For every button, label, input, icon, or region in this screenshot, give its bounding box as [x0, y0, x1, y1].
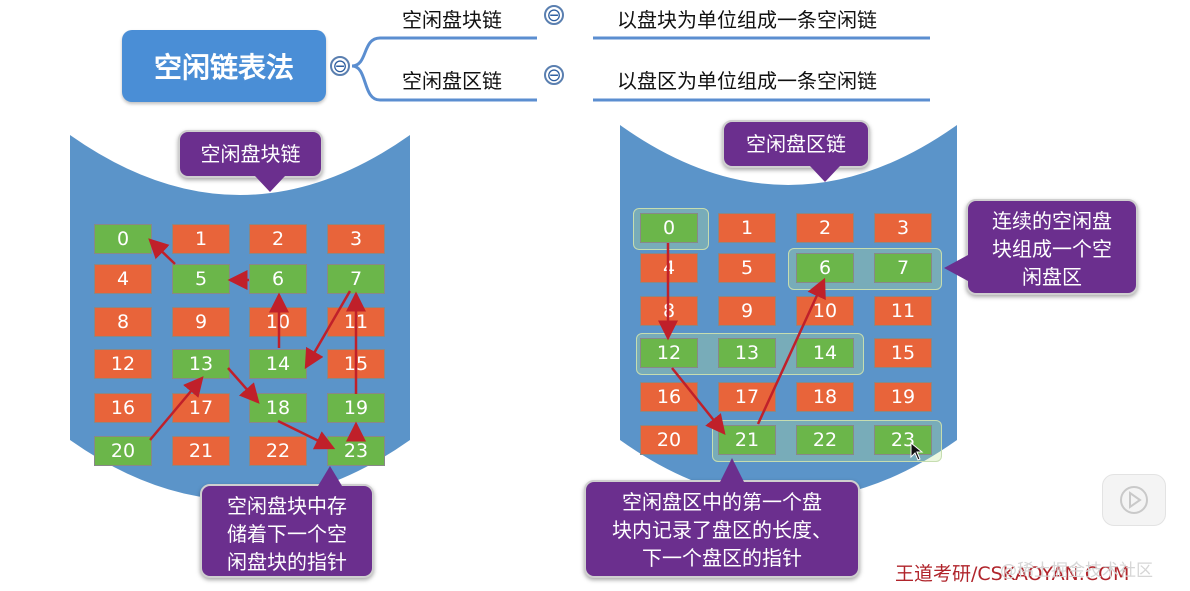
- right-block-23: 23: [874, 425, 932, 455]
- play-icon: [1120, 486, 1148, 514]
- left-block-16: 16: [94, 393, 152, 423]
- mindmap-connectors: [351, 36, 930, 102]
- branch-extent-chain-toggle-icon[interactable]: ⊖: [544, 65, 564, 85]
- right-block-3: 3: [874, 213, 932, 243]
- right-block-7: 7: [874, 253, 932, 283]
- branch-extent-chain-label: 空闲盘区链: [402, 69, 502, 93]
- right-block-15: 15: [874, 338, 932, 368]
- right-block-14: 14: [796, 338, 854, 368]
- right-title-pointer: [810, 166, 840, 182]
- left-block-2: 2: [249, 224, 307, 254]
- branch-extent-chain-description: 以盘区为单位组成一条空闲链: [617, 69, 877, 93]
- right-block-9: 9: [718, 296, 776, 326]
- left-block-21: 21: [172, 436, 230, 466]
- right-block-2: 2: [796, 213, 854, 243]
- right-block-22: 22: [796, 425, 854, 455]
- right-block-5: 5: [718, 253, 776, 283]
- branch-block-chain-toggle-icon[interactable]: ⊖: [544, 5, 564, 25]
- left-block-10: 10: [249, 307, 307, 337]
- right-block-21: 21: [718, 425, 776, 455]
- branch-block-chain-description: 以盘块为单位组成一条空闲链: [617, 8, 877, 32]
- left-block-15: 15: [327, 349, 385, 379]
- mouse-cursor-icon: [910, 442, 924, 461]
- right-block-17: 17: [718, 382, 776, 412]
- extent-header-callout: 空闲盘区中的第一个盘块内记录了盘区的长度、下一个盘区的指针: [584, 480, 860, 578]
- left-block-8: 8: [94, 307, 152, 337]
- page-title: 空闲链表法: [153, 51, 294, 84]
- left-block-3: 3: [327, 224, 385, 254]
- right-block-13: 13: [718, 338, 776, 368]
- right-block-12: 12: [640, 338, 698, 368]
- collapse-toggle-icon[interactable]: ⊖: [330, 56, 350, 76]
- left-block-9: 9: [172, 307, 230, 337]
- left-block-4: 4: [94, 264, 152, 294]
- right-block-8: 8: [640, 296, 698, 326]
- left-callout-pointer: [318, 466, 342, 486]
- right-block-19: 19: [874, 382, 932, 412]
- right-block-20: 20: [640, 425, 698, 455]
- left-block-20: 20: [94, 436, 152, 466]
- play-button[interactable]: [1102, 474, 1166, 526]
- right-block-18: 18: [796, 382, 854, 412]
- side-callout-pointer: [944, 255, 968, 281]
- left-title-pointer: [255, 176, 285, 192]
- right-block-4: 4: [640, 253, 698, 283]
- left-block-0: 0: [94, 224, 152, 254]
- left-block-1: 1: [172, 224, 230, 254]
- left-block-5: 5: [172, 264, 230, 294]
- left-block-23: 23: [327, 436, 385, 466]
- left-block-14: 14: [249, 349, 307, 379]
- left-block-12: 12: [94, 349, 152, 379]
- left-pointer-callout: 空闲盘块中存储着下一个空闲盘块的指针: [200, 484, 374, 578]
- title-box: 空闲链表法: [122, 30, 326, 102]
- left-block-13: 13: [172, 349, 230, 379]
- left-block-11: 11: [327, 307, 385, 337]
- left-block-19: 19: [327, 393, 385, 423]
- extent-definition-callout: 连续的空闲盘块组成一个空闲盘区: [966, 199, 1138, 295]
- right-block-0: 0: [640, 213, 698, 243]
- right-block-6: 6: [796, 253, 854, 283]
- left-block-17: 17: [172, 393, 230, 423]
- right-diagram-title: 空闲盘区链: [722, 120, 870, 168]
- watermark: @稀土掘金技术社区: [1000, 561, 1153, 581]
- left-block-18: 18: [249, 393, 307, 423]
- right-block-1: 1: [718, 213, 776, 243]
- footer-credit: 王道考研/CSKAOYAN.COM: [895, 563, 1130, 585]
- right-block-11: 11: [874, 296, 932, 326]
- bottom-callout-pointer: [720, 458, 744, 482]
- right-block-16: 16: [640, 382, 698, 412]
- left-block-7: 7: [327, 264, 385, 294]
- left-block-6: 6: [249, 264, 307, 294]
- left-block-22: 22: [249, 436, 307, 466]
- left-diagram-title: 空闲盘块链: [178, 130, 323, 178]
- branch-block-chain-label: 空闲盘块链: [402, 8, 502, 32]
- right-block-10: 10: [796, 296, 854, 326]
